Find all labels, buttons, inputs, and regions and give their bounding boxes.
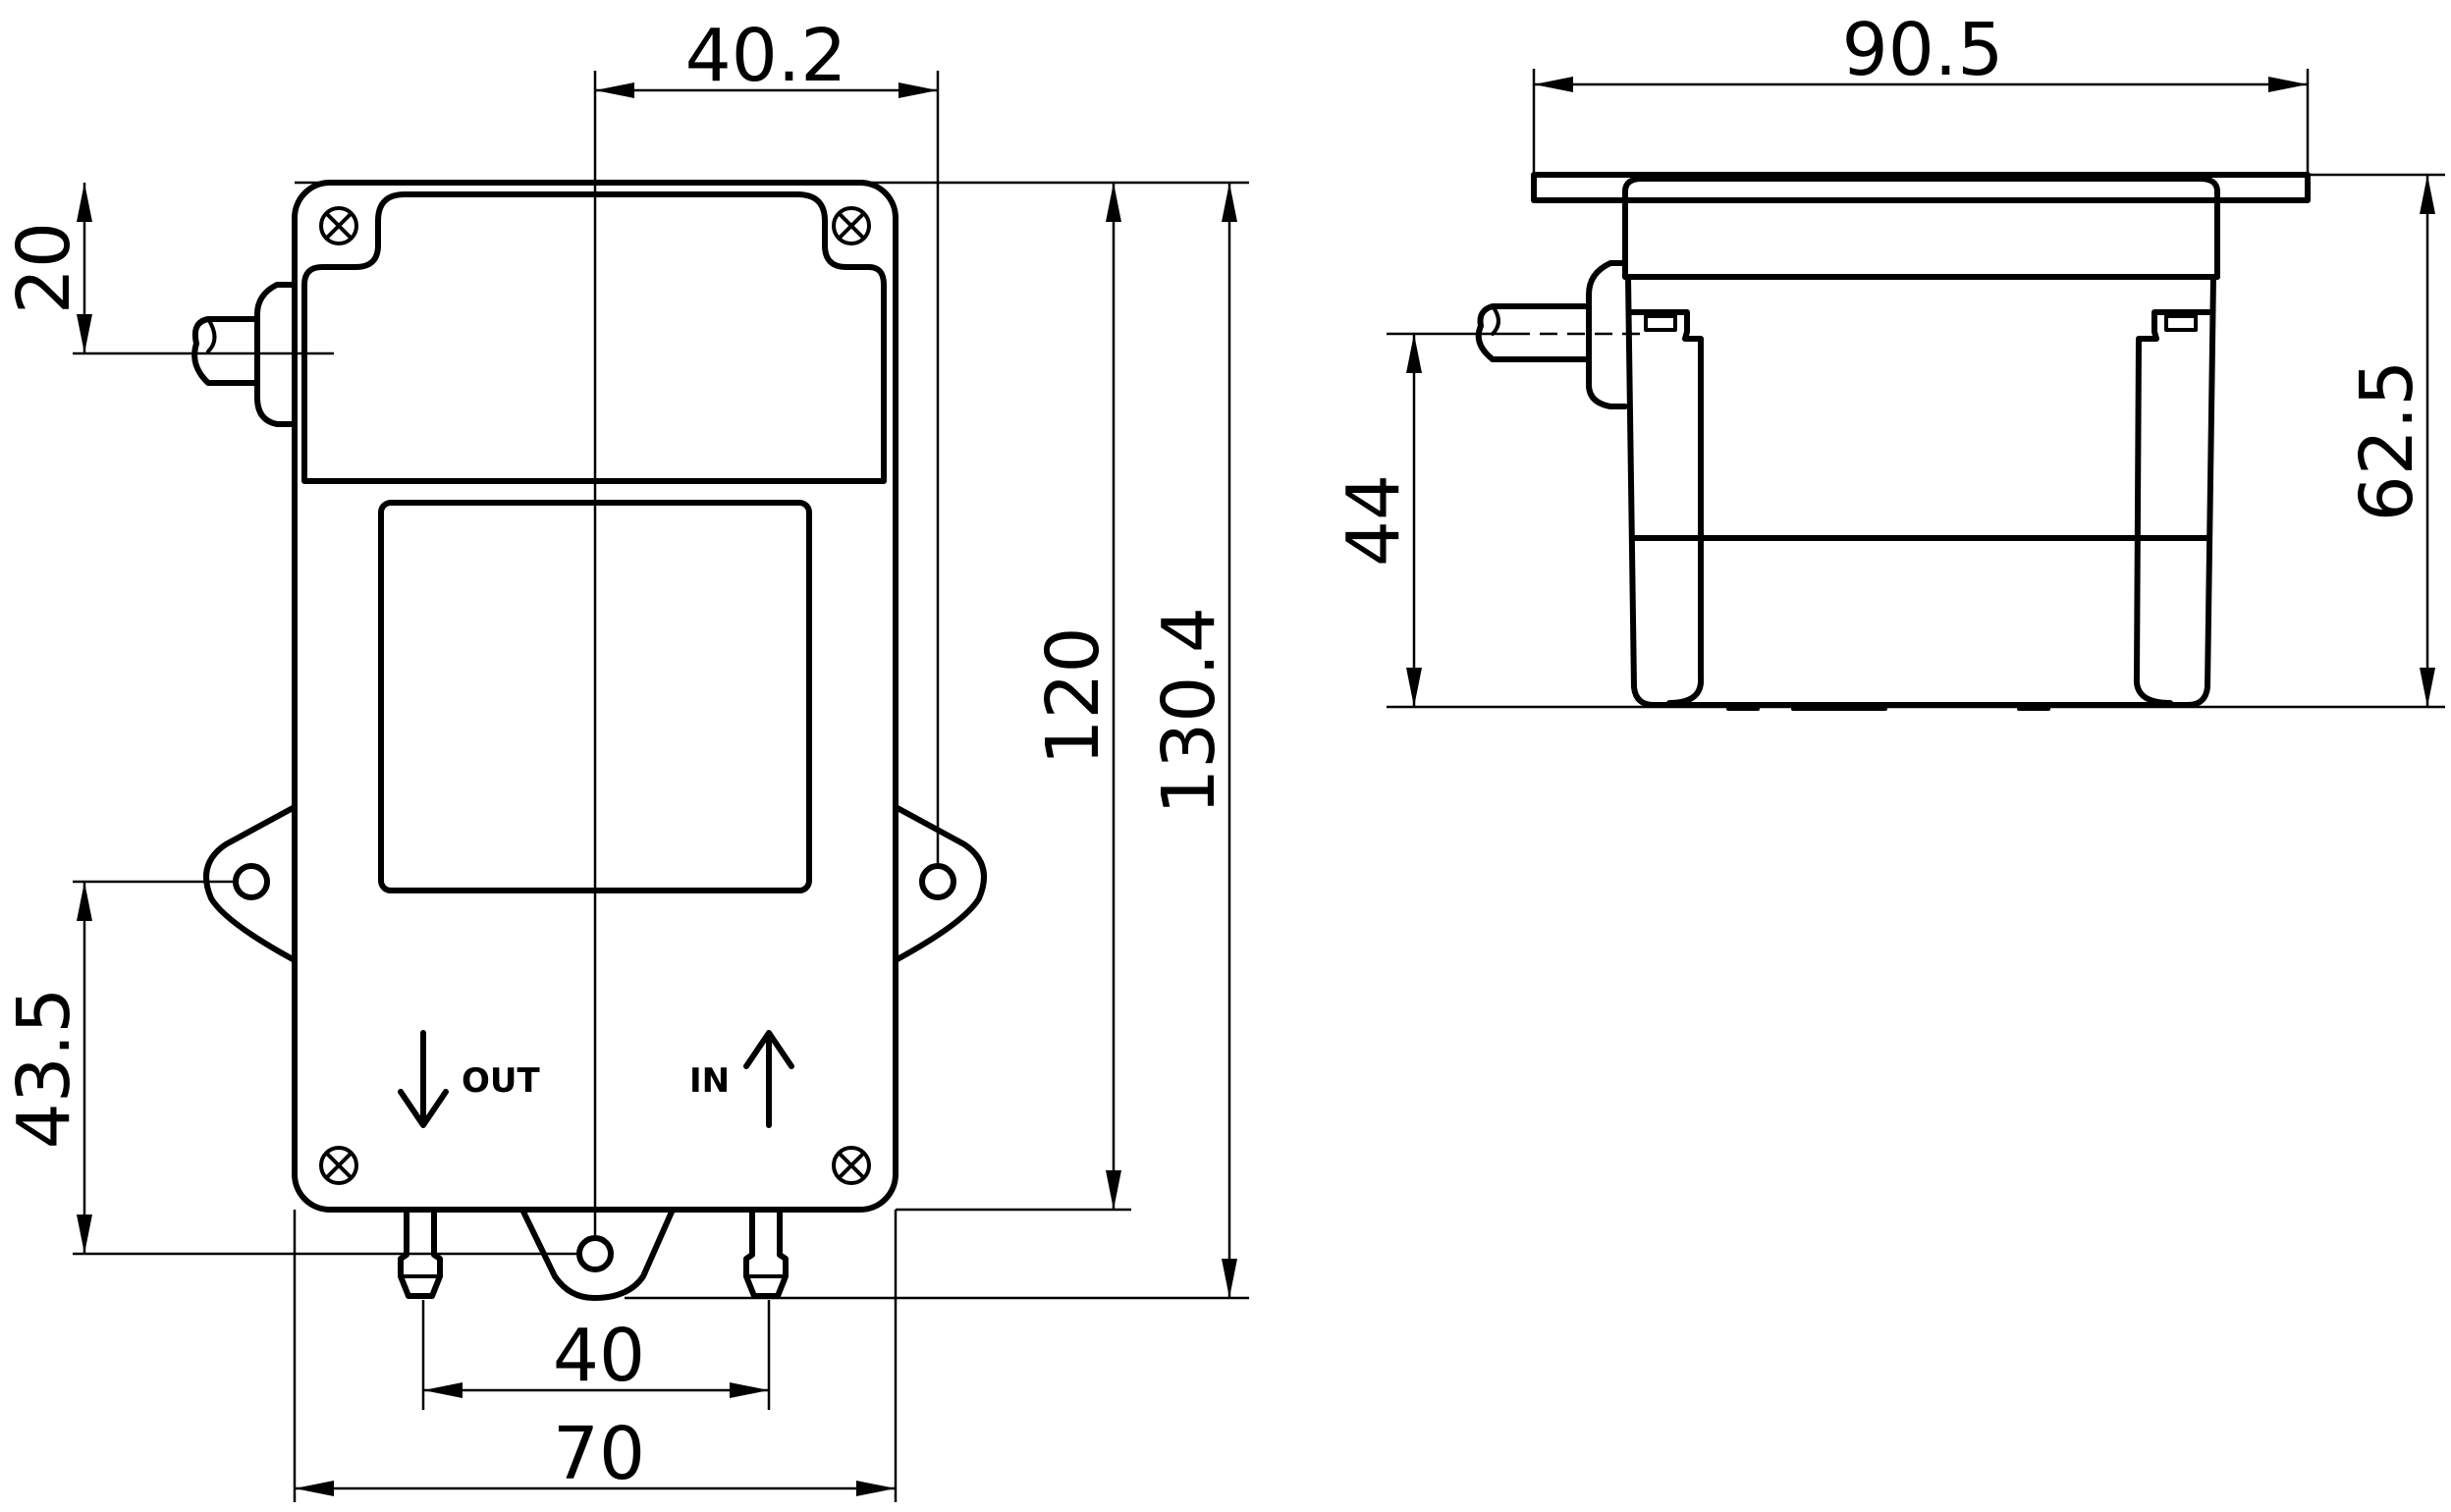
screw-bottom-right — [832, 1146, 871, 1185]
side-view: 90.5 62.5 44 — [1332, 8, 2445, 711]
left-mounting-ear — [203, 804, 298, 963]
in-arrow-icon — [743, 1030, 794, 1128]
dimension-top-offset: 40.2 — [595, 14, 938, 98]
dimension-body-height: 120 — [1031, 183, 1121, 1210]
device-lid — [301, 191, 887, 484]
in-port — [743, 1207, 789, 1299]
side-cable — [1475, 303, 1592, 362]
dimension-label-top-offset: 40.2 — [685, 14, 847, 98]
out-port-label: OUT — [462, 1061, 541, 1101]
dimension-label-cable-height: 20 — [2, 222, 86, 314]
dimension-cable-height: 20 — [2, 183, 92, 353]
dimension-label-port-spacing: 40 — [553, 1314, 645, 1398]
dimension-mount-hole-height: 43.5 — [2, 882, 92, 1254]
side-right-bracket — [2133, 309, 2212, 706]
screw-top-right — [832, 206, 871, 245]
dimension-label-side-cable-height: 44 — [1332, 474, 1416, 567]
right-mount-hole — [919, 863, 956, 900]
mounting-flange — [1531, 172, 2311, 203]
out-arrow-icon — [398, 1030, 449, 1128]
cable — [191, 316, 260, 386]
dimension-port-spacing: 40 — [423, 1314, 769, 1398]
left-mount-hole — [233, 863, 270, 900]
dimension-flange-width: 90.5 — [1534, 8, 2308, 92]
side-cable-gland — [1586, 260, 1628, 409]
dimension-side-cable-height: 44 — [1332, 334, 1422, 707]
dimension-body-width: 70 — [295, 1412, 896, 1496]
bottom-mounting-tab — [519, 1207, 676, 1301]
bottom-mount-hole — [576, 1235, 614, 1272]
dimension-label-flange-width: 90.5 — [1842, 8, 2004, 92]
side-housing — [1622, 176, 2220, 280]
screw-top-left — [319, 206, 358, 245]
screw-bottom-left — [319, 1146, 358, 1185]
in-port-label: IN — [689, 1061, 730, 1101]
dimension-label-overall-height: 130.4 — [1147, 607, 1231, 815]
dimension-label-overall-depth: 62.5 — [2345, 360, 2429, 522]
dimension-label-body-height: 120 — [1031, 626, 1116, 765]
front-view: OUT IN 40.2 2 — [2, 14, 1249, 1502]
dimension-label-mount-hole-height: 43.5 — [2, 988, 86, 1150]
dimension-overall-height: 130.4 — [1147, 183, 1237, 1298]
cable-gland — [254, 282, 298, 427]
side-housing-lower — [1625, 274, 2216, 708]
out-port — [398, 1207, 443, 1299]
right-mounting-ear — [893, 804, 987, 963]
dimension-overall-depth: 62.5 — [2345, 175, 2435, 707]
dimension-label-body-width: 70 — [553, 1412, 645, 1496]
side-left-bracket — [1629, 309, 1705, 706]
